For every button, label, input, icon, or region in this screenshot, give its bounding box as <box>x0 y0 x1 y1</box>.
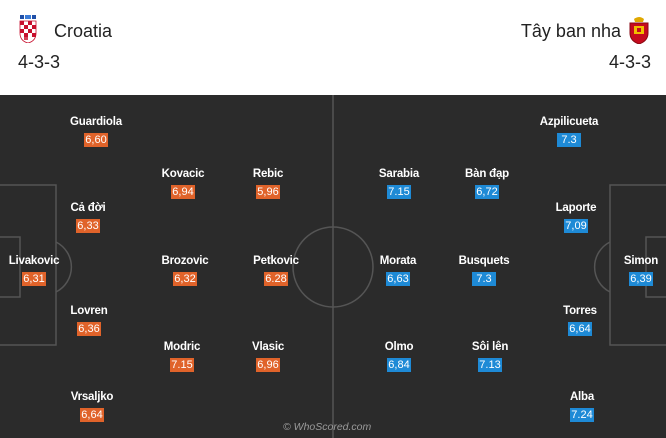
player-name: Laporte <box>555 202 597 214</box>
player-rating-badge: 6,84 <box>387 358 411 372</box>
player-name: Lovren <box>70 305 108 317</box>
player-name: Bàn đạp <box>465 168 509 180</box>
player-name: Guardiola <box>70 116 122 128</box>
player-rating-badge: 7.3 <box>472 272 496 286</box>
player-rating-badge: 6,72 <box>475 185 499 199</box>
player-name: Sôi lên <box>471 341 509 353</box>
player-rating-badge: 7.13 <box>478 358 502 372</box>
player-name: Azpilicueta <box>539 116 599 128</box>
home-team-name[interactable]: Croatia <box>54 21 113 41</box>
player-rating-badge: 6,60 <box>84 133 108 147</box>
player-rating-badge: 7.15 <box>387 185 411 199</box>
player-name: Brozovic <box>161 255 209 267</box>
pitch-markings <box>0 95 666 438</box>
player-name: Vrsaljko <box>70 391 114 403</box>
player-rating-badge: 5,96 <box>256 185 280 199</box>
player-name: Modric <box>163 341 201 353</box>
player-rating-badge: 6,39 <box>629 272 653 286</box>
player-name: Rebic <box>252 168 284 180</box>
player-rating-badge: 6,94 <box>171 185 195 199</box>
player-rating-badge: 6,96 <box>256 358 280 372</box>
player-rating-badge: 6,64 <box>80 408 104 422</box>
player-rating-badge: 7.24 <box>570 408 594 422</box>
away-formation: 4-3-3 <box>608 52 651 72</box>
pitch <box>0 95 666 438</box>
match-header: Croatia 4-3-3 Tây ban nha 4-3-3 <box>0 0 666 95</box>
player-rating-badge: 6,64 <box>568 322 592 336</box>
player-name: Morata <box>379 255 417 267</box>
player-name: Petkovic <box>253 255 299 267</box>
whoscored-watermark: © WhoScored.com <box>283 421 372 433</box>
croatia-crest-icon <box>19 15 37 43</box>
player-name: Olmo <box>384 341 414 353</box>
player-name: Alba <box>569 391 595 403</box>
home-formation: 4-3-3 <box>18 52 61 72</box>
away-team-name[interactable]: Tây ban nha <box>520 21 621 41</box>
player-name: Busquets <box>458 255 510 267</box>
player-name: Torres <box>563 305 597 317</box>
player-name: Simon <box>623 255 659 267</box>
player-name: Sarabia <box>378 168 420 180</box>
player-rating-badge: 6,36 <box>77 322 101 336</box>
player-rating-badge: 6,31 <box>22 272 46 286</box>
player-rating-badge: 7.15 <box>170 358 194 372</box>
player-name: Livakovic <box>8 255 60 267</box>
player-rating-badge: 6,33 <box>76 219 100 233</box>
player-name: Kovacic <box>161 168 205 180</box>
player-name: Cả đời <box>70 202 106 214</box>
spain-crest-icon <box>629 17 649 44</box>
player-rating-badge: 7.3 <box>557 133 581 147</box>
player-rating-badge: 6.28 <box>264 272 288 286</box>
player-rating-badge: 7,09 <box>564 219 588 233</box>
player-name: Vlasic <box>251 341 285 353</box>
player-rating-badge: 6,63 <box>386 272 410 286</box>
player-rating-badge: 6,32 <box>173 272 197 286</box>
